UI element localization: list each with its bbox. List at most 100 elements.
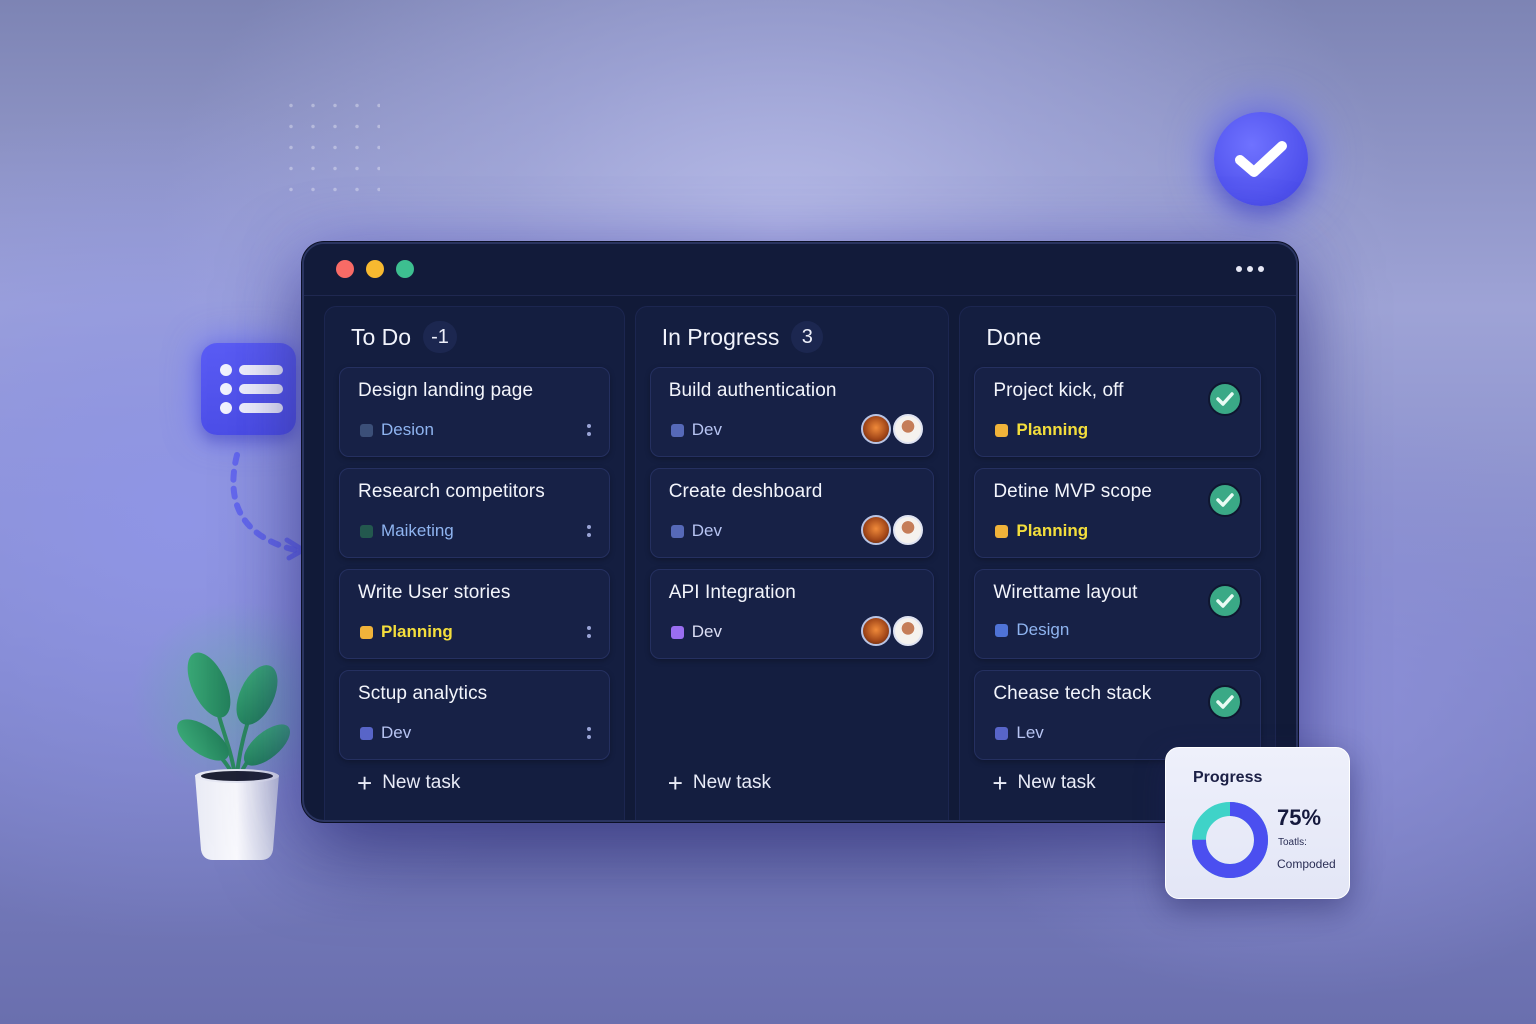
task-card[interactable]: Chease tech stack Lev	[974, 670, 1261, 760]
window-controls	[336, 260, 414, 278]
more-vertical-icon[interactable]	[586, 626, 591, 638]
tag-label: Planning	[1016, 420, 1089, 439]
task-tag: Maiketing	[360, 521, 454, 541]
more-vertical-icon[interactable]	[586, 424, 591, 436]
task-title: API Integration	[668, 582, 796, 603]
avatar[interactable]	[861, 616, 892, 646]
new-task-label: New task	[382, 772, 461, 793]
minimize-window-button[interactable]	[366, 260, 384, 278]
completed-check-icon[interactable]	[1208, 382, 1242, 416]
task-title: Detine MVP scope	[993, 481, 1152, 502]
kanban-board: To Do -1 Design landing page Desion Rese…	[324, 306, 1276, 820]
potted-plant-icon	[177, 652, 290, 860]
tag-color-icon	[360, 524, 373, 538]
tag-label: Planning	[381, 622, 453, 641]
task-card[interactable]: Build authentication Dev	[649, 367, 935, 457]
new-task-button[interactable]: + New task	[668, 770, 771, 796]
task-tag: Dev	[670, 521, 722, 541]
column-title: Done	[986, 323, 1042, 350]
completed-check-icon[interactable]	[1208, 685, 1242, 719]
progress-donut-chart	[1192, 802, 1268, 878]
task-tag: Dev	[670, 420, 722, 440]
task-tag: Design	[995, 620, 1069, 640]
tag-label: Maiketing	[381, 521, 454, 540]
tag-label: Dev	[381, 723, 412, 742]
column-in-progress: In Progress 3 Build authentication Dev C…	[634, 306, 950, 820]
tag-color-icon	[360, 726, 373, 740]
task-tag: Dev	[360, 723, 411, 743]
column-done: Done Project kick, off Planning Detine M…	[959, 306, 1276, 820]
more-vertical-icon[interactable]	[586, 727, 591, 739]
new-task-button[interactable]: + New task	[357, 770, 460, 796]
task-tag: Dev	[670, 622, 722, 642]
task-title: Research competitors	[358, 481, 545, 502]
avatar[interactable]	[861, 414, 892, 444]
checkmark-badge-icon	[1214, 112, 1308, 206]
tag-color-icon	[360, 423, 373, 437]
assignee-avatars	[859, 616, 924, 646]
kanban-window: To Do -1 Design landing page Desion Rese…	[302, 242, 1298, 822]
avatar[interactable]	[861, 515, 892, 545]
task-tag: Planning	[995, 521, 1088, 541]
new-task-button[interactable]: + New task	[992, 770, 1095, 796]
progress-label-2: Compoded	[1277, 857, 1336, 871]
task-card[interactable]: Project kick, off Planning	[974, 367, 1261, 457]
plus-icon: +	[992, 768, 1008, 798]
close-window-button[interactable]	[336, 260, 354, 278]
plus-icon: +	[357, 768, 373, 798]
decorative-dot-grid	[280, 95, 380, 195]
more-vertical-icon[interactable]	[586, 525, 591, 537]
completed-check-icon[interactable]	[1208, 483, 1242, 517]
tag-label: Design	[1016, 620, 1070, 639]
column-title: In Progress	[661, 323, 780, 350]
tag-color-icon	[670, 524, 684, 538]
task-card[interactable]: Detine MVP scope Planning	[974, 468, 1261, 558]
task-card[interactable]: Write User stories Planning	[339, 569, 610, 659]
tag-label: Dev	[691, 420, 722, 439]
tag-color-icon	[995, 423, 1009, 437]
task-card[interactable]: API Integration Dev	[649, 569, 935, 659]
column-todo: To Do -1 Design landing page Desion Rese…	[324, 306, 625, 820]
tag-color-icon	[360, 625, 373, 639]
tag-color-icon	[670, 625, 684, 639]
progress-label-1: Toatls:	[1278, 837, 1307, 848]
task-card[interactable]: Design landing page Desion	[339, 367, 610, 457]
task-card[interactable]: Wirettame layout Design	[974, 569, 1261, 659]
task-title: Create deshboard	[668, 481, 823, 502]
assignee-avatars	[859, 414, 924, 444]
tag-color-icon	[995, 623, 1009, 637]
new-task-label: New task	[1017, 772, 1096, 793]
column-count-badge: 3	[791, 321, 824, 353]
avatar[interactable]	[893, 616, 924, 646]
task-title: Build authentication	[668, 380, 837, 401]
column-title: To Do	[351, 323, 412, 350]
tag-label: Dev	[691, 521, 722, 540]
tag-color-icon	[670, 423, 684, 437]
maximize-window-button[interactable]	[396, 260, 414, 278]
tag-label: Planning	[1016, 521, 1089, 540]
task-tag: Lev	[995, 723, 1044, 743]
progress-title: Progress	[1193, 769, 1263, 786]
new-task-label: New task	[692, 772, 772, 793]
task-card[interactable]: Research competitors Maiketing	[339, 468, 610, 558]
completed-check-icon[interactable]	[1208, 584, 1242, 618]
task-title: Write User stories	[358, 582, 511, 603]
avatar[interactable]	[893, 515, 924, 545]
column-count-badge: -1	[423, 321, 457, 353]
task-title: Chease tech stack	[993, 683, 1152, 704]
task-tag: Desion	[360, 420, 434, 440]
title-bar	[304, 244, 1296, 296]
more-horizontal-icon[interactable]	[1236, 266, 1264, 272]
list-icon	[201, 343, 296, 435]
tag-label: Lev	[1016, 723, 1044, 742]
tag-label: Desion	[381, 420, 434, 439]
task-tag: Planning	[360, 622, 453, 642]
task-card[interactable]: Create deshboard Dev	[649, 468, 935, 558]
task-title: Design landing page	[358, 380, 534, 401]
tag-color-icon	[995, 524, 1009, 538]
tag-color-icon	[995, 726, 1009, 740]
progress-widget: Progress 75% Toatls: Compoded	[1165, 747, 1350, 899]
plus-icon: +	[667, 768, 683, 798]
avatar[interactable]	[893, 414, 924, 444]
task-card[interactable]: Sctup analytics Dev	[339, 670, 610, 760]
